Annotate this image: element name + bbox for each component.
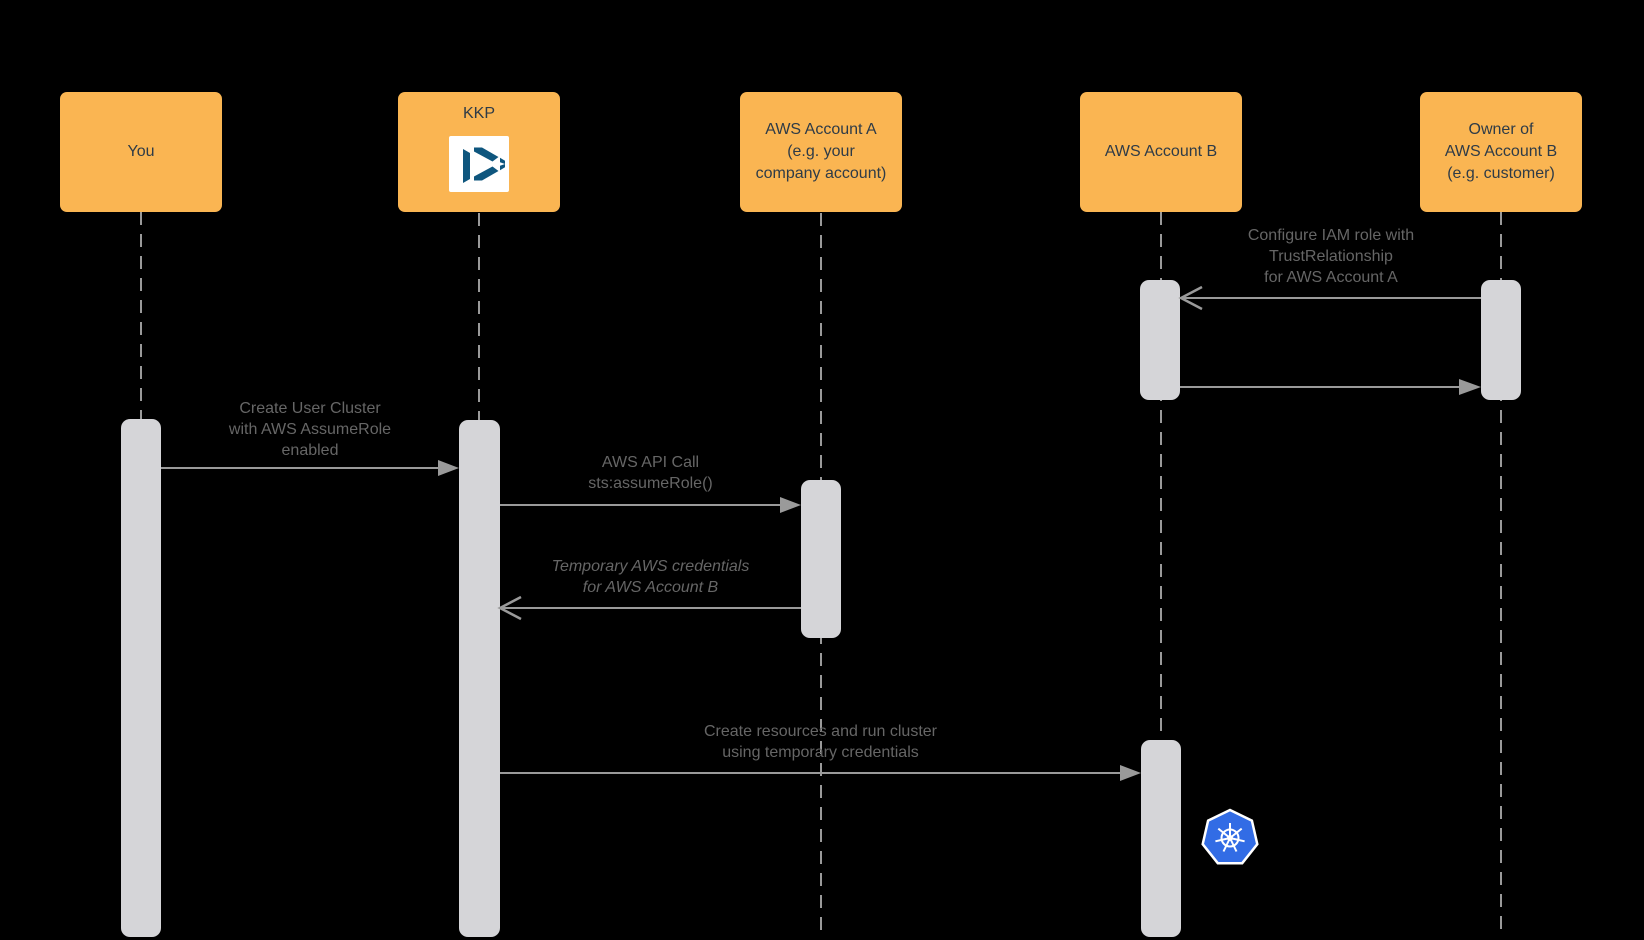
message-label-configure-iam-role: Configure IAM role with TrustRelationshi…	[1247, 227, 1415, 286]
activation-bars	[121, 280, 1521, 937]
actor-box-owner-aws-account-b: Owner of AWS Account B (e.g. customer)	[1420, 92, 1582, 212]
message-label-aws-api-call: AWS API Call sts:assumeRole()	[588, 454, 713, 492]
actor-box-aws-account-a: AWS Account A (e.g. your company account…	[740, 92, 902, 212]
filled-arrowhead-icon	[1459, 379, 1481, 395]
kubermatic-logo-glyph	[463, 147, 505, 183]
actor-label-kkp: KKP	[462, 105, 495, 122]
activation-bar-kkp	[459, 420, 500, 937]
actor-box-aws-account-b: AWS Account B	[1080, 92, 1242, 212]
message-label-create-resources: Create resources and run cluster using t…	[704, 723, 937, 761]
actor-label-owner-aws-account-b: Owner of AWS Account B (e.g. customer)	[1444, 121, 1558, 182]
activation-bar-you	[121, 419, 161, 937]
open-arrowhead-icon	[1178, 285, 1203, 311]
activation-bar-aws-account-b-1	[1140, 280, 1180, 400]
message-label-create-user-cluster: Create User Cluster with AWS AssumeRole …	[228, 400, 392, 459]
kubernetes-logo-icon	[1201, 808, 1259, 868]
message-arrows	[161, 285, 1481, 781]
actor-label-you: You	[127, 143, 155, 160]
activation-bar-owner	[1481, 280, 1521, 400]
filled-arrowhead-icon	[1120, 765, 1141, 781]
filled-arrowhead-icon	[438, 460, 459, 476]
actor-box-you: You	[60, 92, 222, 212]
kubernetes-logo-glyph	[1201, 808, 1259, 865]
activation-bar-aws-account-a	[801, 480, 841, 638]
actor-box-kkp: KKP	[398, 92, 560, 212]
open-arrowhead-icon	[497, 595, 522, 621]
activation-bar-aws-account-b-2	[1141, 740, 1181, 937]
actor-label-aws-account-a: AWS Account A (e.g. your company account…	[755, 121, 887, 182]
kubermatic-logo-icon	[449, 136, 509, 192]
message-label-temporary-credentials: Temporary AWS credentials for AWS Accoun…	[551, 558, 750, 596]
actor-label-aws-account-b: AWS Account B	[1104, 143, 1218, 160]
filled-arrowhead-icon	[780, 497, 801, 513]
